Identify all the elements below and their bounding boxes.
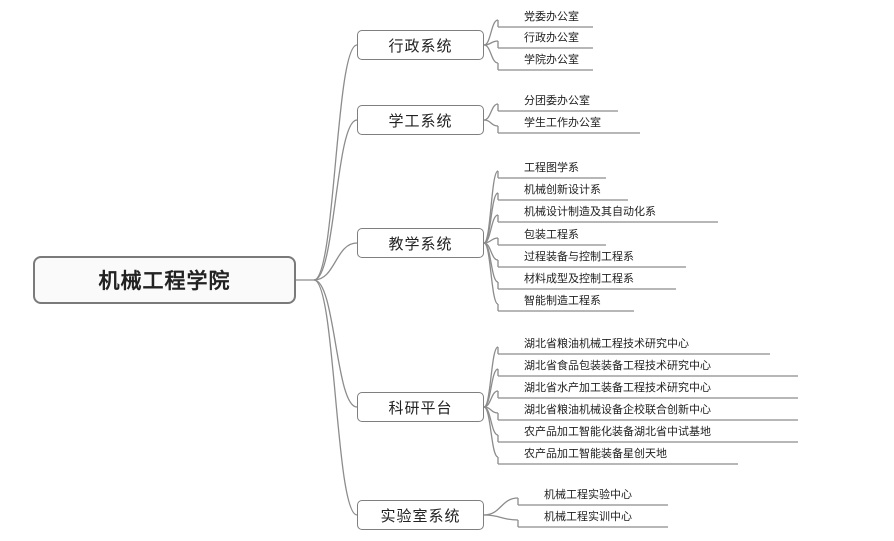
leaf-node: 学生工作办公室 — [524, 116, 601, 129]
connector — [483, 406, 499, 458]
leaf-node: 机械工程实验中心 — [544, 488, 632, 501]
leaf-node: 农产品加工智能化装备湖北省中试基地 — [524, 425, 711, 438]
leaf-node: 湖北省食品包装装备工程技术研究中心 — [524, 359, 711, 372]
leaf-node: 智能制造工程系 — [524, 294, 601, 307]
leaf-node: 机械创新设计系 — [524, 183, 601, 196]
branch-node: 学工系统 — [357, 105, 484, 135]
leaf-node: 湖北省粮油机械工程技术研究中心 — [524, 337, 689, 350]
leaf-node: 行政办公室 — [524, 31, 579, 44]
leaf-node: 材料成型及控制工程系 — [524, 272, 634, 285]
leaf-node: 学院办公室 — [524, 53, 579, 66]
branch-node: 实验室系统 — [357, 500, 484, 530]
connector — [313, 119, 358, 281]
branch-node: 行政系统 — [357, 30, 484, 60]
leaf-node: 党委办公室 — [524, 10, 579, 23]
connector — [483, 44, 499, 64]
connector — [483, 242, 499, 305]
leaf-node: 湖北省粮油机械设备企校联合创新中心 — [524, 403, 711, 416]
leaf-node: 机械设计制造及其自动化系 — [524, 205, 656, 218]
connector — [483, 103, 499, 121]
leaf-node: 湖北省水产加工装备工程技术研究中心 — [524, 381, 711, 394]
connector — [313, 242, 358, 281]
connector — [313, 279, 358, 516]
connector — [483, 497, 519, 516]
connector — [483, 119, 499, 127]
leaf-node: 工程图学系 — [524, 161, 579, 174]
connector — [313, 279, 358, 408]
connector — [483, 170, 499, 244]
leaf-node: 农产品加工智能装备星创天地 — [524, 447, 667, 460]
connector — [483, 214, 499, 244]
connector — [483, 514, 519, 521]
leaf-node: 过程装备与控制工程系 — [524, 250, 634, 263]
leaf-node: 包装工程系 — [524, 228, 579, 241]
root-node: 机械工程学院 — [33, 256, 296, 304]
leaf-node: 分团委办公室 — [524, 94, 590, 107]
connector — [313, 44, 358, 281]
branch-node: 科研平台 — [357, 392, 484, 422]
branch-node: 教学系统 — [357, 228, 484, 258]
leaf-node: 机械工程实训中心 — [544, 510, 632, 523]
